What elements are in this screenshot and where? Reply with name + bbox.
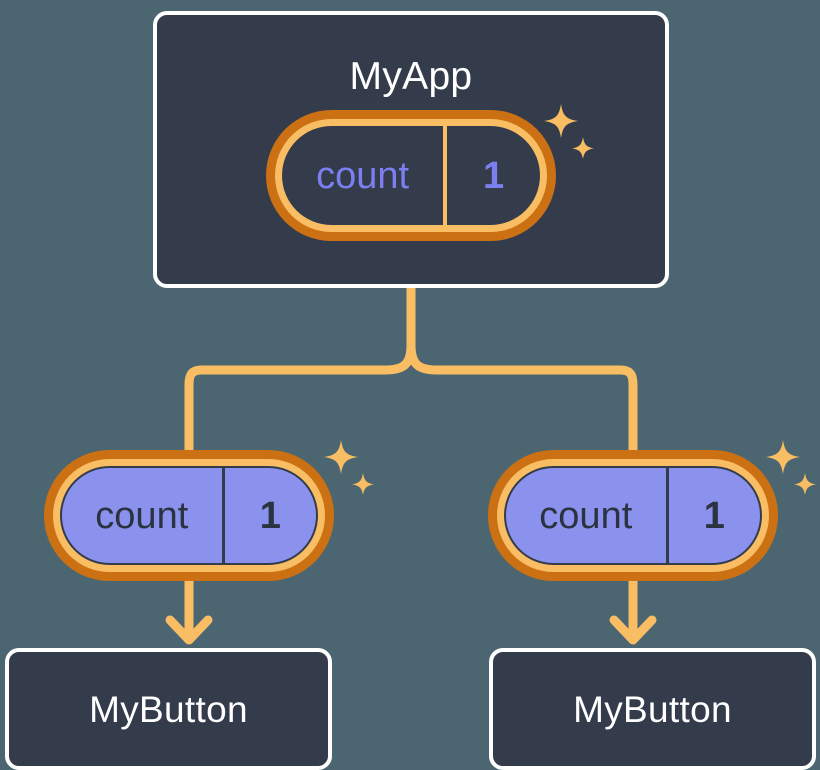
arrow-down-icon — [165, 576, 213, 645]
state-pill-core: count 1 — [504, 466, 762, 565]
state-key-label: count — [316, 154, 410, 197]
state-pill-root[interactable]: count 1 — [266, 110, 556, 241]
state-pill-child-right[interactable]: count 1 — [488, 450, 778, 581]
sparkle-icon — [352, 473, 374, 495]
component-title-mybutton: MyButton — [573, 688, 732, 730]
state-key-label: count — [95, 494, 189, 537]
sparkle-icon — [766, 440, 800, 474]
sparkle-icon — [324, 440, 358, 474]
sparkle-icon — [794, 473, 816, 495]
state-value-label: 1 — [443, 126, 540, 225]
state-pill-child-left[interactable]: count 1 — [44, 450, 334, 581]
component-title-myapp: MyApp — [349, 55, 473, 98]
component-card-mybutton-right[interactable]: MyButton — [489, 648, 816, 770]
state-pill-ring: count 1 — [275, 119, 547, 232]
state-pill-core: count 1 — [60, 466, 318, 565]
state-value-label: 1 — [665, 468, 760, 563]
state-value-label: 1 — [221, 468, 316, 563]
component-title-mybutton: MyButton — [89, 688, 248, 730]
component-card-mybutton-left[interactable]: MyButton — [5, 648, 332, 770]
fork-connector-icon — [184, 283, 638, 455]
arrow-down-icon — [609, 576, 657, 645]
state-pill-ring: count 1 — [497, 459, 769, 572]
state-key-label: count — [539, 494, 633, 537]
state-pill-core: count 1 — [282, 126, 540, 225]
state-pill-ring: count 1 — [53, 459, 325, 572]
